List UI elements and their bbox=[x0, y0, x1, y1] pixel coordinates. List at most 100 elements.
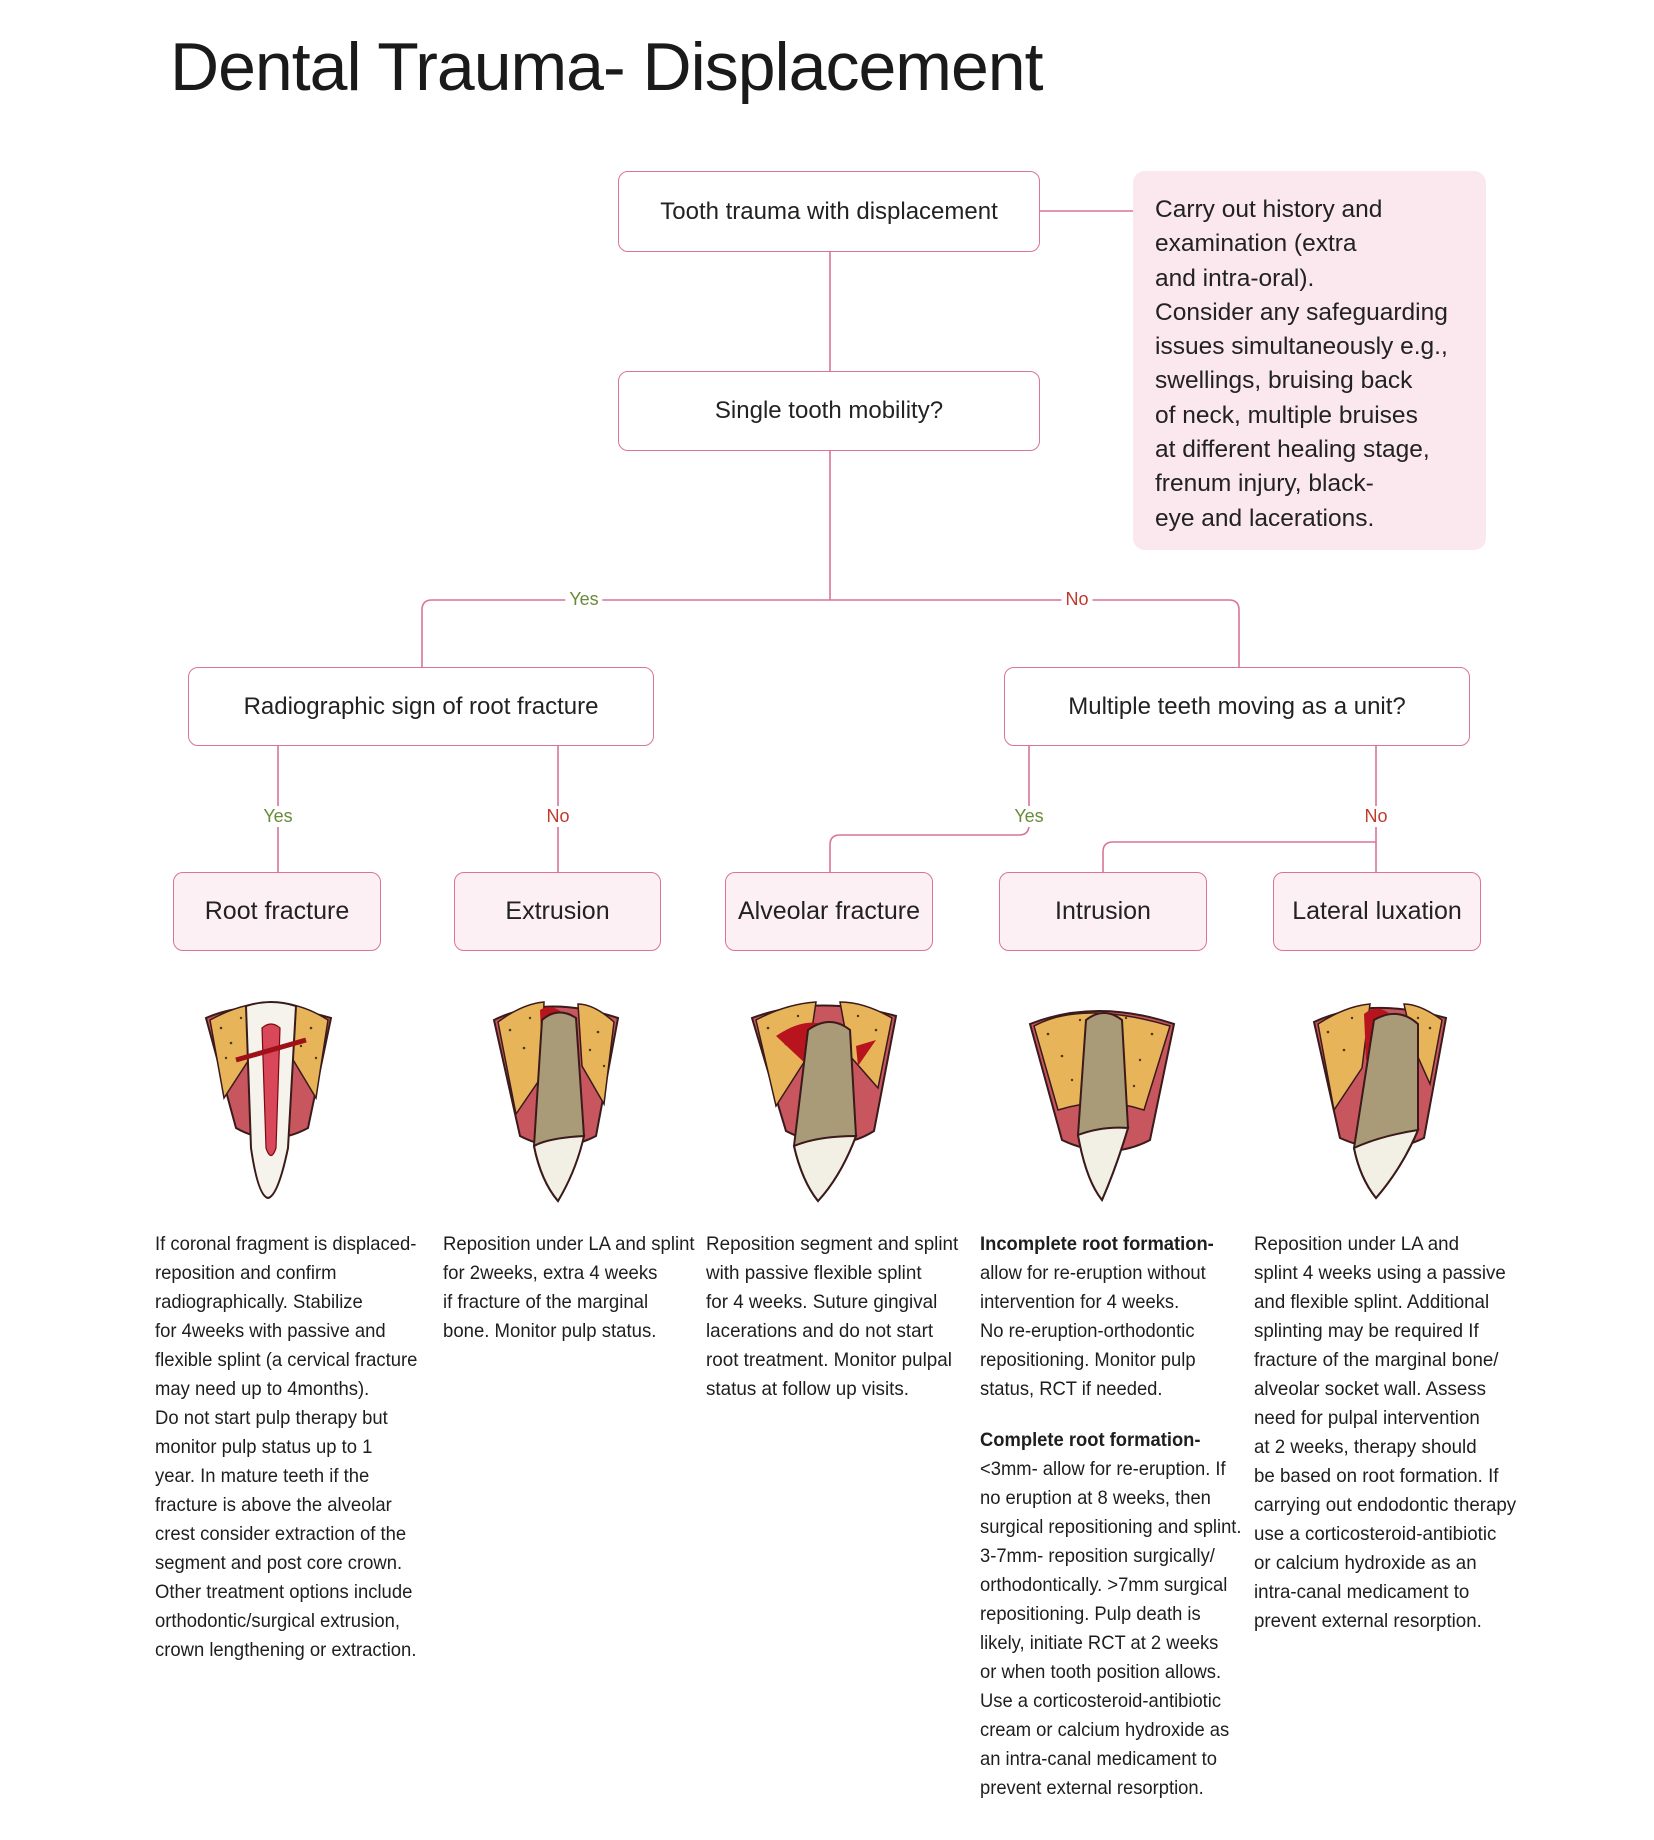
desc-line: intra-canal medicament to bbox=[1254, 1581, 1470, 1603]
note-line: of neck, multiple bruises bbox=[1155, 401, 1418, 429]
desc-line: segment and post core crown. bbox=[155, 1552, 403, 1574]
desc-line: if fracture of the marginal bbox=[443, 1291, 649, 1313]
note-line: swellings, bruising back bbox=[1155, 367, 1413, 395]
desc-line: orthodontic/surgical extrusion, bbox=[155, 1610, 401, 1632]
node-multiple-teeth-unit: Multiple teeth moving as a unit? bbox=[1004, 667, 1470, 746]
desc-line: bone. Monitor pulp status. bbox=[443, 1320, 657, 1342]
desc-line: reposition and confirm bbox=[155, 1262, 337, 1284]
node-intrusion: Intrusion bbox=[999, 872, 1207, 951]
extrusion-tooth-illustration bbox=[492, 1001, 620, 1203]
note-line: eye and lacerations. bbox=[1155, 504, 1375, 532]
node-tooth-trauma: Tooth trauma with displacement bbox=[618, 171, 1040, 252]
desc-line: crown lengthening or extraction. bbox=[155, 1639, 417, 1661]
desc-line: at 2 weeks, therapy should bbox=[1254, 1436, 1477, 1458]
node-lateral-luxation: Lateral luxation bbox=[1273, 872, 1481, 951]
connector-mobility-yes bbox=[421, 599, 830, 667]
alveolar-fracture-description: Reposition segment and splint with passi… bbox=[706, 1230, 958, 1404]
desc-line: Do not start pulp therapy but bbox=[155, 1407, 388, 1429]
lateral-luxation-description: Reposition under LA and splint 4 weeks u… bbox=[1254, 1230, 1516, 1636]
desc-line: prevent external resorption. bbox=[1254, 1610, 1482, 1632]
node-single-tooth-mobility: Single tooth mobility? bbox=[618, 371, 1040, 451]
desc-line: Use a corticosteroid-antibiotic bbox=[980, 1690, 1222, 1712]
note-line: examination (extra bbox=[1155, 230, 1357, 258]
desc-line: orthodontically. >7mm surgical bbox=[980, 1574, 1228, 1596]
intrusion-description: Incomplete root formation- allow for re-… bbox=[980, 1230, 1242, 1803]
desc-line: root treatment. Monitor pulpal bbox=[706, 1349, 952, 1371]
note-line: Carry out history and bbox=[1155, 196, 1383, 223]
desc-line: repositioning. Pulp death is bbox=[980, 1603, 1201, 1625]
desc-line: with passive flexible splint bbox=[706, 1262, 922, 1284]
desc-spacer bbox=[980, 1404, 1242, 1426]
page-title: Dental Trauma- Displacement bbox=[170, 29, 1043, 105]
label-root-yes: Yes bbox=[259, 806, 297, 827]
desc-line: splint 4 weeks using a passive bbox=[1254, 1262, 1506, 1284]
desc-line: need for pulpal intervention bbox=[1254, 1407, 1480, 1429]
node-extrusion: Extrusion bbox=[454, 872, 661, 951]
desc-line: year. In mature teeth if the bbox=[155, 1465, 370, 1487]
desc-line: prevent external resorption. bbox=[980, 1777, 1204, 1799]
label-root-no: No bbox=[542, 806, 574, 827]
note-line: Consider any safeguarding bbox=[1155, 298, 1448, 326]
desc-line: allow for re-eruption without bbox=[980, 1262, 1206, 1284]
connector-mobility-no bbox=[830, 599, 1240, 667]
desc-line: for 2weeks, extra 4 weeks bbox=[443, 1262, 658, 1284]
connector-multiple-no bbox=[1102, 746, 1377, 872]
connector-multiple-yes bbox=[829, 746, 1030, 872]
desc-line: likely, initiate RCT at 2 weeks bbox=[980, 1632, 1219, 1654]
desc-line: 3-7mm- reposition surgically/ bbox=[980, 1545, 1215, 1567]
root-fracture-description: If coronal fragment is displaced- reposi… bbox=[155, 1230, 417, 1665]
desc-line: intervention for 4 weeks. bbox=[980, 1291, 1180, 1313]
label-multiple-yes: Yes bbox=[1010, 806, 1048, 827]
desc-heading-incomplete: Incomplete root formation- bbox=[980, 1233, 1214, 1255]
desc-line: status at follow up visits. bbox=[706, 1378, 910, 1400]
desc-line: repositioning. Monitor pulp bbox=[980, 1349, 1196, 1371]
desc-line: carrying out endodontic therapy bbox=[1254, 1494, 1517, 1516]
extrusion-description: Reposition under LA and splint for 2week… bbox=[443, 1230, 695, 1346]
desc-line: Other treatment options include bbox=[155, 1581, 413, 1603]
desc-line: an intra-canal medicament to bbox=[980, 1748, 1217, 1770]
desc-line: alveolar socket wall. Assess bbox=[1254, 1378, 1486, 1400]
desc-line: Reposition under LA and splint bbox=[443, 1233, 695, 1255]
label-multiple-no: No bbox=[1360, 806, 1392, 827]
note-line: issues simultaneously e.g., bbox=[1155, 333, 1448, 361]
desc-line: Reposition under LA and bbox=[1254, 1233, 1459, 1255]
root-fracture-tooth-illustration bbox=[204, 1001, 333, 1200]
label-mobility-yes: Yes bbox=[565, 589, 603, 610]
note-line: and intra-oral). bbox=[1155, 264, 1315, 292]
desc-line: crest consider extraction of the bbox=[155, 1523, 407, 1545]
history-examination-note: Carry out history and examination (extra… bbox=[1133, 171, 1486, 550]
desc-line: and flexible splint. Additional bbox=[1254, 1291, 1490, 1313]
desc-line: fracture is above the alveolar bbox=[155, 1494, 392, 1516]
note-line: frenum injury, black- bbox=[1155, 470, 1374, 498]
desc-line: be based on root formation. If bbox=[1254, 1465, 1499, 1487]
desc-line: surgical repositioning and splint. bbox=[980, 1516, 1242, 1538]
desc-line: for 4weeks with passive and bbox=[155, 1320, 386, 1342]
desc-line: cream or calcium hydroxide as bbox=[980, 1719, 1230, 1741]
node-root-fracture: Root fracture bbox=[173, 872, 381, 951]
lateral-luxation-tooth-illustration bbox=[1312, 1003, 1448, 1200]
desc-line: or calcium hydroxide as an bbox=[1254, 1552, 1477, 1574]
desc-line: use a corticosteroid-antibiotic bbox=[1254, 1523, 1497, 1545]
desc-line: splinting may be required If bbox=[1254, 1320, 1479, 1342]
desc-heading-complete: Complete root formation- bbox=[980, 1429, 1201, 1451]
desc-line: Reposition segment and splint bbox=[706, 1233, 959, 1255]
desc-line: No re-eruption-orthodontic bbox=[980, 1320, 1195, 1342]
desc-line: If coronal fragment is displaced- bbox=[155, 1233, 417, 1255]
desc-line: may need up to 4months). bbox=[155, 1378, 370, 1400]
node-alveolar-fracture: Alveolar fracture bbox=[725, 872, 933, 951]
intrusion-tooth-illustration bbox=[1028, 1010, 1176, 1202]
desc-line: status, RCT if needed. bbox=[980, 1378, 1163, 1400]
desc-line: no eruption at 8 weeks, then bbox=[980, 1487, 1211, 1509]
desc-line: radiographically. Stabilize bbox=[155, 1291, 363, 1313]
desc-line: or when tooth position allows. bbox=[980, 1661, 1222, 1683]
desc-line: lacerations and do not start bbox=[706, 1320, 934, 1342]
note-line: at different healing stage, bbox=[1155, 436, 1430, 464]
desc-line: fracture of the marginal bone/ bbox=[1254, 1349, 1499, 1371]
alveolar-fracture-tooth-illustration bbox=[750, 1001, 898, 1203]
desc-line: flexible splint (a cervical fracture bbox=[155, 1349, 418, 1371]
label-mobility-no: No bbox=[1061, 589, 1093, 610]
desc-line: for 4 weeks. Suture gingival bbox=[706, 1291, 938, 1313]
desc-line: monitor pulp status up to 1 bbox=[155, 1436, 373, 1458]
desc-line: <3mm- allow for re-eruption. If bbox=[980, 1458, 1226, 1480]
